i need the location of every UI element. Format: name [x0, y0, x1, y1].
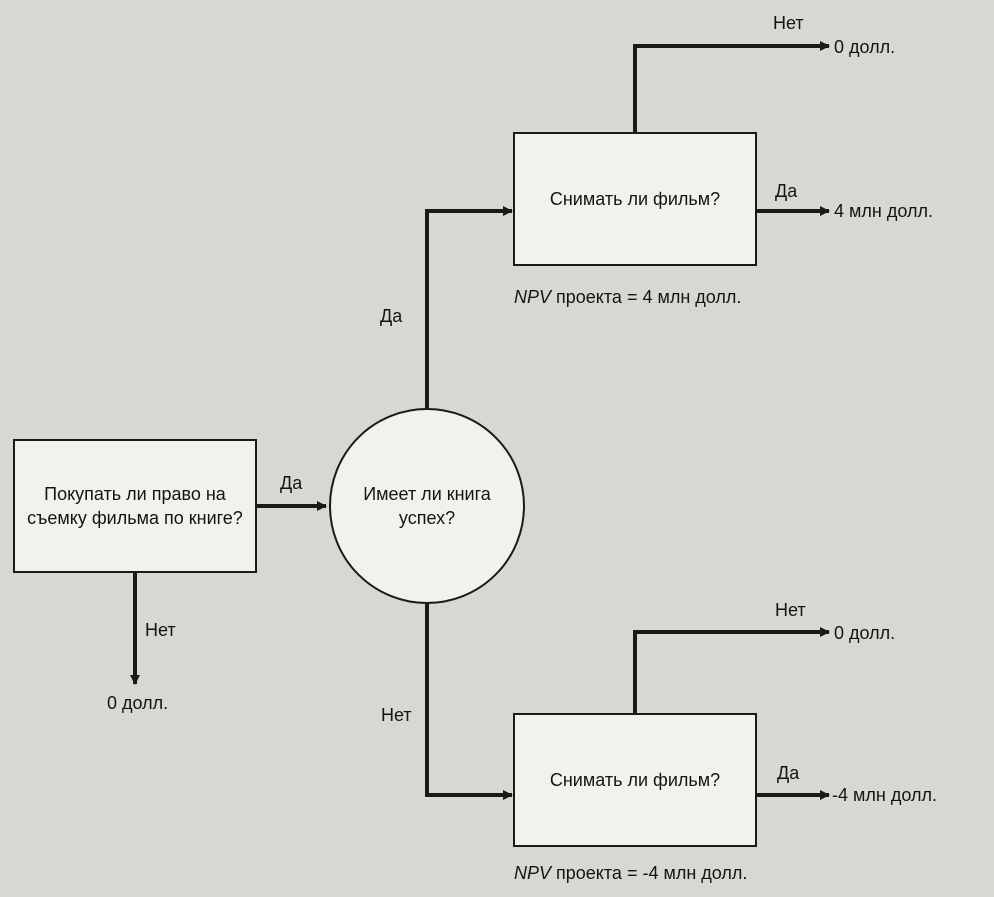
buy-no-label: Нет: [145, 620, 176, 640]
bottom-no-label: Нет: [775, 600, 806, 620]
npv-bottom-prefix: NPV: [514, 863, 552, 883]
outcome-top-no: 0 долл.: [834, 37, 896, 57]
outcome-bottom-yes: -4 млн долл.: [832, 785, 937, 805]
success-yes-label: Да: [380, 306, 403, 326]
npv-bottom-value: проекта = -4 млн долл.: [556, 863, 748, 883]
top-no-label: Нет: [773, 13, 804, 33]
arrow-success-yes: [425, 206, 513, 409]
buy-yes-label: Да: [280, 473, 303, 493]
npv-top-caption: NPV проекта = 4 млн долл.: [514, 286, 741, 308]
outcome-buy-no: 0 долл.: [107, 693, 169, 713]
success-no-label: Нет: [381, 705, 412, 725]
bottom-yes-label: Да: [777, 763, 800, 783]
buy-rights-label: Покупать ли право на съемку фильма по кн…: [27, 484, 243, 528]
arrow-top-no: [633, 41, 830, 133]
film-bottom-label: Снимать ли фильм?: [549, 770, 721, 790]
outcome-top-yes: 4 млн долл.: [834, 201, 933, 221]
top-yes-label: Да: [775, 181, 798, 201]
npv-bottom-caption: NPV проекта = -4 млн долл.: [514, 862, 747, 884]
outcome-bottom-no: 0 долл.: [834, 623, 896, 643]
arrow-bottom-no: [633, 627, 830, 714]
buy-rights-box: [13, 439, 257, 573]
success-label: Имеет ли книга успех?: [363, 484, 491, 528]
film-top-label: Снимать ли фильм?: [549, 189, 721, 209]
npv-top-prefix: NPV: [514, 287, 552, 307]
npv-top-value: проекта = 4 млн долл.: [556, 287, 742, 307]
film-top-box: [513, 132, 757, 266]
arrow-success-no: [425, 603, 513, 800]
